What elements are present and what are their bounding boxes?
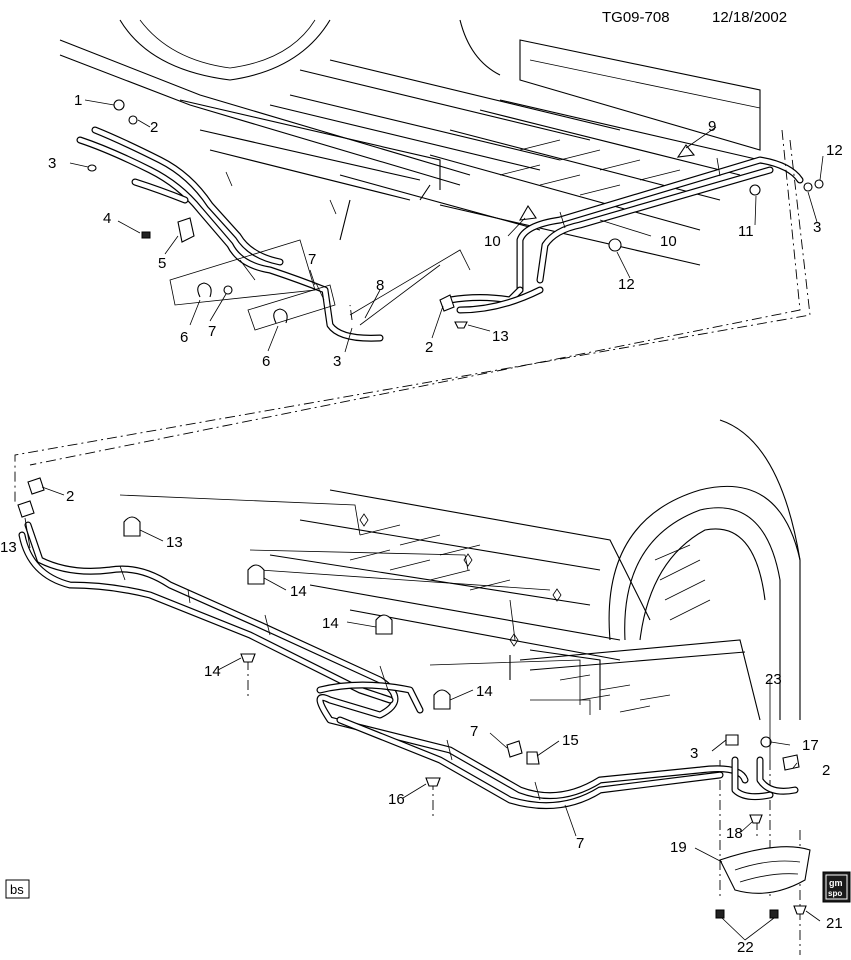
lower-fuel-lines	[18, 521, 799, 810]
bracket-13b	[17, 500, 35, 518]
view-connectors	[14, 129, 811, 505]
corner-badge: bs	[5, 879, 30, 899]
callout-3b: 8	[376, 277, 384, 294]
lower-parts	[17, 477, 811, 919]
callout-2: 2	[150, 119, 158, 136]
callout-4: 4	[103, 210, 111, 227]
callout-17: 3	[690, 745, 698, 762]
callout-2d: 17	[802, 737, 819, 754]
nut-7a	[240, 653, 256, 663]
clip-15	[506, 740, 523, 758]
callout-9: 13	[492, 328, 509, 345]
callout-14b: 14	[290, 583, 307, 600]
callout-7: 7	[208, 323, 216, 340]
callout-7a: 14	[204, 663, 221, 680]
washer-2c	[760, 736, 772, 748]
callout-3: 3	[48, 155, 56, 172]
fitting-18	[782, 754, 800, 771]
callout-13c: 13	[0, 539, 17, 556]
callout-16: 15	[562, 732, 579, 749]
callout-13b: 2	[66, 488, 74, 505]
bolt-21a	[715, 909, 725, 919]
callout-5: 5	[158, 255, 166, 272]
figure-date: 12/18/2002	[712, 9, 787, 26]
clip-10a	[676, 144, 696, 158]
clip-6b	[273, 308, 288, 324]
grommet-3b	[814, 179, 824, 189]
callout-14c: 14	[322, 615, 339, 632]
callout-2c: 3	[813, 219, 821, 236]
callout-7b: 16	[388, 791, 405, 808]
shield-22	[719, 846, 811, 894]
callout-8: 7	[308, 251, 316, 268]
callout-12b: 12	[618, 276, 635, 293]
callout-12: 11	[738, 223, 754, 240]
callout-21: 22	[737, 939, 754, 956]
callout-11: 10	[660, 233, 677, 250]
callout-10: 9	[708, 118, 716, 135]
nut-20	[793, 905, 807, 915]
nut-1	[113, 99, 125, 111]
callout-20: 21	[826, 915, 843, 932]
callout-22: 19	[670, 839, 687, 856]
bolt-4	[141, 231, 151, 239]
callout-15: 7	[470, 723, 478, 740]
callout-1: 1	[74, 92, 82, 109]
lower-projection-lines	[119, 494, 801, 955]
clip-14c	[375, 614, 393, 635]
bracket-17	[725, 734, 739, 746]
clip-16	[526, 751, 540, 765]
callout-18: 2	[822, 762, 830, 779]
bracket-13a	[27, 477, 45, 495]
callout-14a: 13	[166, 534, 183, 551]
nut-7b	[425, 777, 441, 787]
callout-14d: 14	[476, 683, 493, 700]
logo-line2: spo	[828, 889, 842, 898]
figure-id: TG09-708	[602, 9, 670, 26]
lower-underbody	[269, 419, 801, 721]
callout-13: 2	[425, 339, 433, 356]
clip-14d	[433, 689, 451, 710]
washer-2	[128, 115, 138, 125]
washer-2b	[803, 182, 813, 192]
gm-spo-logo-icon: gm spo	[822, 871, 851, 903]
callout-numbers: 1 2 3 4 5 6 7 6 7 8 3 2 13 9 10 10 11 12…	[0, 92, 843, 956]
corner-badge-text: bs	[10, 882, 24, 897]
callout-10b: 10	[484, 233, 501, 250]
nut-19	[749, 814, 763, 824]
callout-23: 7	[576, 835, 584, 852]
clip-5	[177, 217, 195, 243]
callout-3d: 23	[765, 671, 782, 688]
grommet-12a	[749, 184, 761, 196]
upper-leaders	[69, 99, 824, 353]
callout-6: 6	[180, 329, 188, 346]
callout-3c: 12	[826, 142, 843, 159]
grommet-12b	[608, 238, 622, 252]
bolt-21b	[769, 909, 779, 919]
upper-underbody	[59, 19, 761, 266]
upper-fuel-lines	[76, 126, 804, 342]
logo-line1: gm	[829, 878, 843, 888]
callout-2b: 3	[333, 353, 341, 370]
clip-6a	[197, 282, 212, 298]
clip-14a	[123, 516, 141, 537]
lower-leaders	[24, 486, 821, 941]
nut-9	[454, 321, 468, 329]
clip-14b	[247, 564, 265, 585]
callout-19: 18	[726, 825, 743, 842]
nut-7	[223, 285, 233, 295]
clip-10b	[518, 204, 537, 221]
callout-6b: 6	[262, 353, 270, 370]
grommet-3	[87, 164, 97, 172]
